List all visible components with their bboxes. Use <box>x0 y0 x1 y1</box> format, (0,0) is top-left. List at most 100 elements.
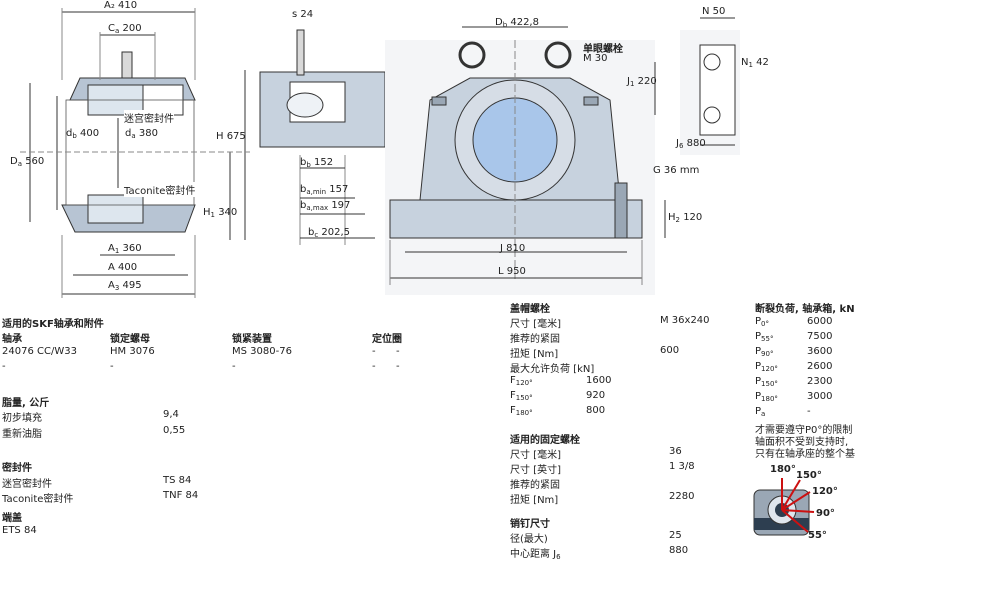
dowel-label: 径(最大) <box>510 534 548 545</box>
dim-a2: A₂ 410 <box>104 0 138 11</box>
p-label: P55° <box>755 331 774 343</box>
cell-bearing: 24076 CC/W33 <box>2 346 77 357</box>
angle-label: 120° <box>812 486 838 497</box>
seal-label: Taconite密封件 <box>2 494 74 505</box>
dim-db: db 400 <box>66 128 100 140</box>
header-bearing: 轴承 <box>2 334 22 345</box>
note-line: 轴面积不受到支持时, <box>755 437 849 448</box>
f-value: 1600 <box>586 375 612 386</box>
f-label: F120° <box>510 375 533 387</box>
dim-l: L 950 <box>498 266 526 277</box>
fixbolt-value: 2280 <box>669 491 695 502</box>
p-label: P0° <box>755 316 769 328</box>
dim-a3: A3 495 <box>108 280 142 292</box>
label-taconite-seal: Taconite密封件 <box>124 182 196 197</box>
section-title-dowel: 销钉尺寸 <box>510 519 550 530</box>
endcap-value: ETS 84 <box>2 525 37 536</box>
note-line: 才需要遵守P0°的限制 <box>755 425 853 436</box>
dim-n1: N1 42 <box>741 57 769 69</box>
side-section-view <box>20 8 250 298</box>
technical-drawing <box>20 8 740 298</box>
f-label: F150° <box>510 390 533 402</box>
dim-da: da 380 <box>125 128 158 140</box>
p-value: 3000 <box>807 391 833 402</box>
f-value: 800 <box>586 405 606 416</box>
allowed-load-title: 最大允许负荷 [kN] <box>510 364 595 375</box>
cell-ring-a: - <box>372 361 376 372</box>
section-title-applicable: 适用的SKF轴承和附件 <box>2 319 104 330</box>
dim-ca: Ca 200 <box>108 23 142 35</box>
seal-label: 迷宫密封件 <box>2 479 52 490</box>
load-direction-diagram <box>753 478 815 536</box>
section-title-fixing-bolts: 适用的固定螺栓 <box>510 435 580 446</box>
angle-label: 180° <box>770 464 796 475</box>
p-value: - <box>807 406 811 417</box>
fixbolt-label: 扭矩 [Nm] <box>510 495 559 506</box>
eyebolt-size: M 30 <box>583 53 608 64</box>
dowel-detail-view <box>654 17 740 155</box>
seal-value: TS 84 <box>163 475 192 486</box>
header-locking: 锁紧装置 <box>232 334 272 345</box>
angle-label: 90° <box>816 508 835 519</box>
eyebolt-title: 单眼螺栓 <box>583 44 623 55</box>
dowel-value: 25 <box>669 530 682 541</box>
header-locating-ring: 定位圈 <box>372 334 402 345</box>
p-label: P150° <box>755 376 778 388</box>
seal-value: TNF 84 <box>163 490 199 501</box>
section-title-grease: 脂量, 公斤 <box>2 398 50 409</box>
cell-ring-b: - <box>396 346 400 357</box>
dim-a: A 400 <box>108 262 138 273</box>
p-value: 2300 <box>807 376 833 387</box>
p-value: 2600 <box>807 361 833 372</box>
fixbolt-label: 尺寸 [英寸] <box>510 465 561 476</box>
dim-j: J 810 <box>500 243 526 254</box>
note-line: 只有在轴承座的整个基 <box>755 449 855 460</box>
capbolt-label: 扭矩 [Nm] <box>510 349 559 360</box>
dim-da-outer: Da 560 <box>10 156 45 168</box>
section-title-endcap: 端盖 <box>2 513 22 524</box>
grease-label: 初步填充 <box>2 413 42 424</box>
p-value: 6000 <box>807 316 833 327</box>
section-title-break-load: 断裂负荷, 轴承箱, kN <box>755 304 855 315</box>
dim-db-front: Db 422,8 <box>495 17 539 29</box>
cell-ring-a: - <box>372 346 376 357</box>
cell-ring-b: - <box>396 361 400 372</box>
cell-locknut: HM 3076 <box>110 346 155 357</box>
cell-bearing: - <box>2 361 6 372</box>
fixbolt-label: 推荐的紧固 <box>510 480 560 491</box>
capbolt-value: 600 <box>660 345 680 356</box>
grease-value: 0,55 <box>163 425 186 436</box>
p-label: P180° <box>755 391 778 403</box>
dim-bamin: ba,min 157 <box>300 184 349 196</box>
dim-bc: bc 202,5 <box>308 227 351 239</box>
front-view <box>385 26 666 295</box>
label-labyrinth-seal: 迷宫密封件 <box>124 110 174 125</box>
fixbolt-value: 36 <box>669 446 682 457</box>
dim-g: G 36 mm <box>653 165 700 176</box>
dowel-value: 880 <box>669 545 689 556</box>
p-label: P120° <box>755 361 778 373</box>
cross-section-view <box>259 29 386 245</box>
p-value: 3600 <box>807 346 833 357</box>
dim-j6: J6 880 <box>676 138 706 150</box>
dim-a1: A1 360 <box>108 243 142 255</box>
p-label: P90° <box>755 346 774 358</box>
dim-h: H 675 <box>216 131 246 142</box>
capbolt-label: 尺寸 [毫米] <box>510 319 561 330</box>
section-title-seals: 密封件 <box>2 463 32 474</box>
dim-j1: J1 220 <box>627 76 657 88</box>
grease-value: 9,4 <box>163 409 179 420</box>
fixbolt-label: 尺寸 [毫米] <box>510 450 561 461</box>
angle-label: 150° <box>796 470 822 481</box>
dim-h1: H1 340 <box>203 207 238 219</box>
cell-locking: MS 3080-76 <box>232 346 292 357</box>
p-label: Pa <box>755 406 766 418</box>
f-value: 920 <box>586 390 606 401</box>
section-title-cap-bolts: 盖帽螺栓 <box>510 304 550 315</box>
dim-n: N 50 <box>702 6 726 17</box>
dim-h2: H2 120 <box>668 212 703 224</box>
cell-locking: - <box>232 361 236 372</box>
grease-label: 重新油脂 <box>2 429 42 440</box>
capbolt-value: M 36x240 <box>660 315 710 326</box>
p-value: 7500 <box>807 331 833 342</box>
